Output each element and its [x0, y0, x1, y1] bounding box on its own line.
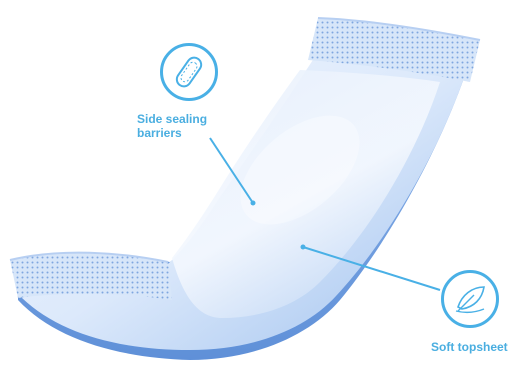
bottom-wing	[10, 253, 172, 300]
feather-icon	[441, 270, 499, 328]
soft-topsheet-label: Soft topsheet	[431, 340, 508, 354]
pad-outline-icon	[160, 43, 218, 101]
side-sealing-label: Side sealing barriers	[137, 112, 227, 140]
side-sealing-pointer-dot	[251, 201, 256, 206]
soft-topsheet-pointer-dot	[301, 245, 306, 250]
